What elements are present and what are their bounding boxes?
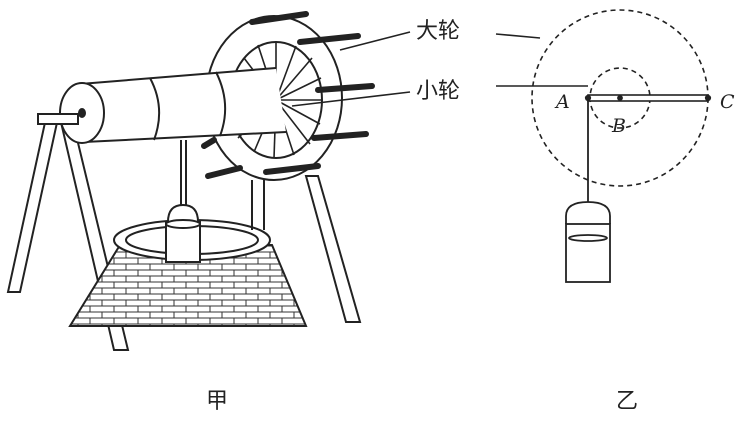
- point-c-label: C: [720, 91, 735, 113]
- small-wheel-label: 小轮: [416, 79, 460, 104]
- wheel-handles: [201, 11, 375, 179]
- bucket-in-well: [165, 203, 201, 263]
- point-b-label: B: [611, 115, 626, 137]
- big-wheel-pointer-yi: [495, 33, 541, 39]
- point-c-dot: [704, 94, 712, 102]
- figure-yi-caption: 乙: [616, 389, 638, 414]
- lever-bar: [587, 94, 709, 102]
- big-wheel-pointer: [339, 31, 411, 51]
- axle-cylinder: [59, 67, 287, 144]
- bucket: [565, 201, 611, 283]
- small-wheel-pointer: [291, 91, 411, 107]
- figure-yi-labels: A B C 乙: [554, 91, 735, 414]
- rope-posts: [180, 140, 265, 230]
- figure-jia-caption: 甲: [206, 389, 228, 414]
- point-a-label: A: [554, 91, 570, 113]
- figure-jia: [6, 11, 375, 351]
- right-support-leg: [304, 175, 362, 323]
- figure-yi: [495, 9, 712, 283]
- axle-bracket: [37, 113, 79, 125]
- point-a-dot: [584, 94, 592, 102]
- big-wheel-label: 大轮: [416, 19, 460, 44]
- figure-jia-labels: 大轮 小轮 甲: [206, 19, 460, 414]
- point-b-dot: [617, 95, 623, 101]
